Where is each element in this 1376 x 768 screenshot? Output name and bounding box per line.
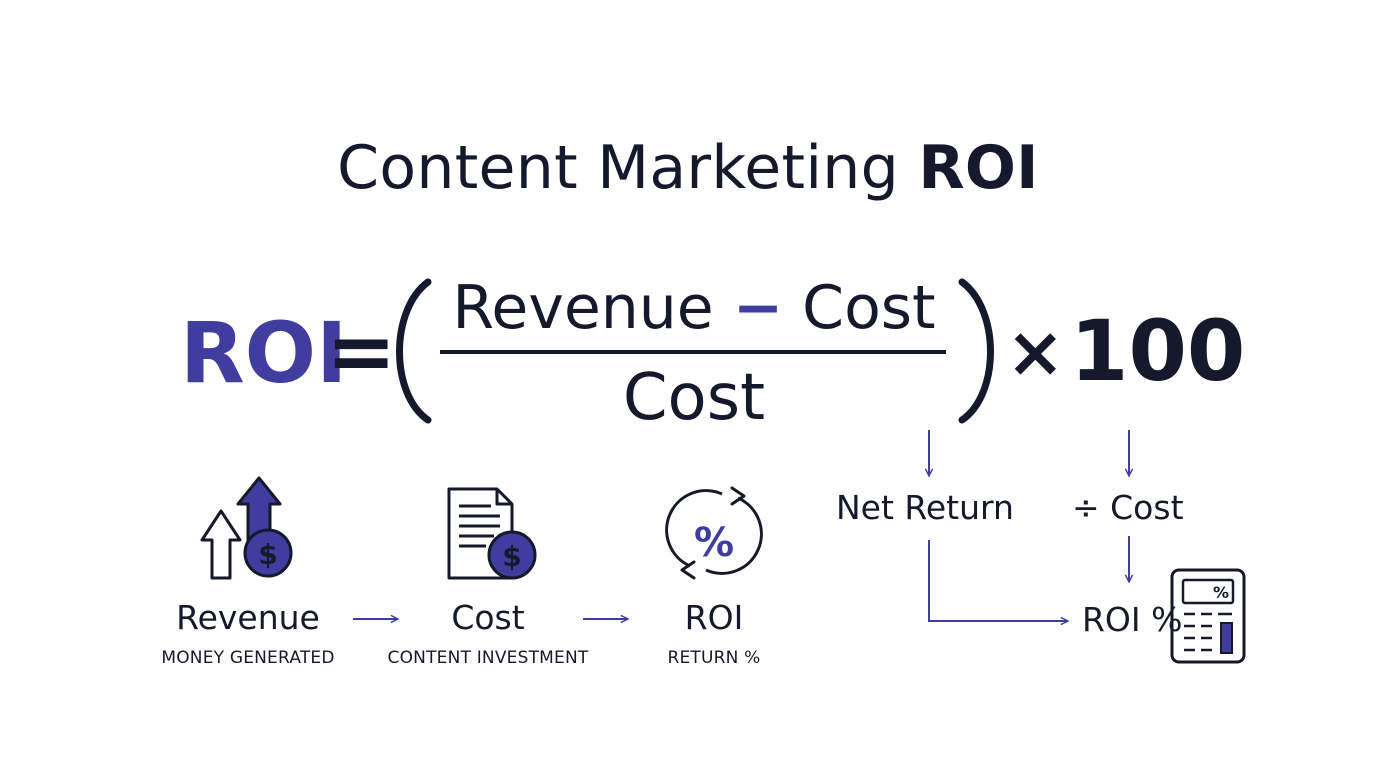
- formula-multiplier: 100: [1070, 302, 1246, 400]
- svg-text:$: $: [258, 538, 277, 571]
- svg-text:$: $: [502, 540, 521, 573]
- title-emphasis: ROI: [918, 133, 1039, 203]
- flow-net-return: Net Return: [836, 488, 1014, 527]
- svg-text:%: %: [694, 520, 734, 566]
- flow-result: ROI %: [1082, 600, 1183, 639]
- calculator-icon: %: [1170, 568, 1246, 664]
- arrow-net-return-to-result: [928, 540, 1068, 621]
- numerator-operator: −: [732, 273, 784, 343]
- step-revenue-label: Revenue: [176, 598, 320, 637]
- formula-lhs: ROI: [180, 304, 348, 402]
- step-roi-label: ROI: [684, 598, 744, 637]
- calculator-display: %: [1213, 583, 1229, 602]
- step-cost-label: Cost: [451, 598, 525, 637]
- right-parenthesis: [958, 278, 994, 424]
- revenue-up-dollar-icon: $: [200, 476, 293, 580]
- step-revenue-sublabel: MONEY GENERATED: [161, 648, 335, 668]
- document-dollar-icon: $: [447, 487, 537, 580]
- numerator-left: Revenue: [452, 273, 714, 343]
- formula-times: ×: [1006, 311, 1065, 393]
- step-roi-sublabel: RETURN %: [667, 648, 761, 668]
- formula-denominator: Cost: [622, 361, 766, 435]
- page-title: Content Marketing ROI: [0, 132, 1376, 204]
- percent-cycle-icon: %: [665, 486, 763, 580]
- left-parenthesis: [396, 278, 432, 424]
- numerator-right: Cost: [802, 273, 936, 343]
- step-cost-sublabel: CONTENT INVESTMENT: [387, 648, 589, 668]
- formula-numerator: Revenue − Cost: [440, 272, 948, 344]
- flow-divide-cost: ÷ Cost: [1072, 488, 1184, 527]
- title-text: Content Marketing: [337, 133, 919, 203]
- formula-equals: =: [326, 302, 397, 400]
